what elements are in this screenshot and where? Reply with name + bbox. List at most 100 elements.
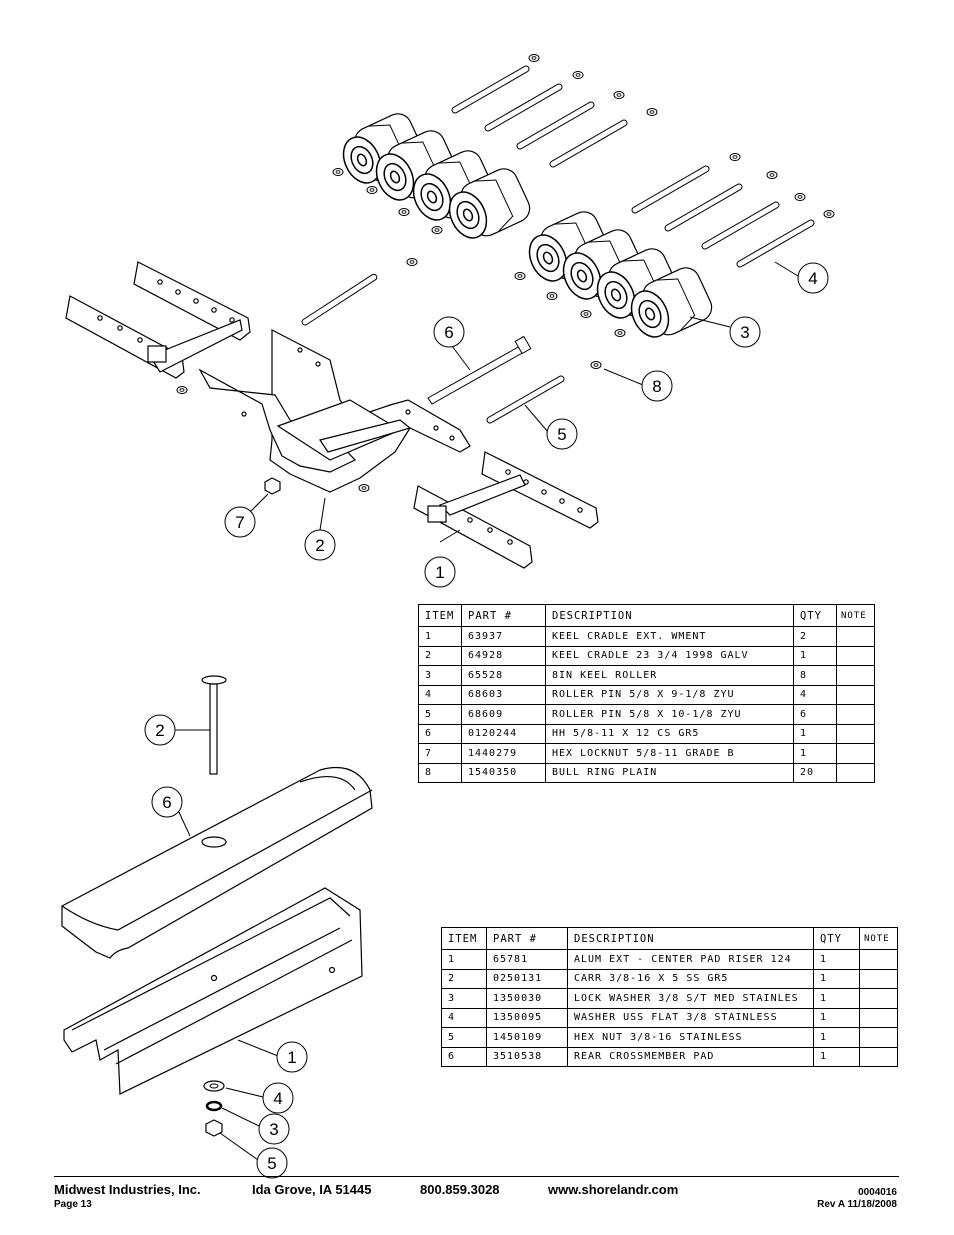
cell-description: ROLLER PIN 5/8 X 10-1/8 ZYU: [545, 704, 794, 725]
cell-note: [859, 949, 898, 970]
cell-qty: 2: [793, 626, 837, 647]
callout-leaders-bottom: [175, 729, 279, 1161]
cell-item: 2: [418, 645, 462, 666]
cell-part: 1350030: [486, 988, 568, 1009]
hex-locknut: [264, 477, 281, 495]
cell-description: CARR 3/8-16 X 5 SS GR5: [567, 968, 814, 989]
roller-pin-5: [485, 374, 566, 425]
callout-6: 6: [433, 316, 465, 348]
cell-description: KEEL CRADLE EXT. WMENT: [545, 626, 794, 647]
cell-item: 4: [418, 684, 462, 705]
header-part: PART #: [486, 927, 568, 950]
cell-description: BULL RING PLAIN: [545, 762, 794, 783]
svg-text:7: 7: [235, 513, 244, 532]
header-note: NOTE: [836, 604, 875, 627]
svg-text:5: 5: [557, 425, 566, 444]
cell-part: 1540350: [461, 762, 546, 783]
cell-item: 4: [441, 1007, 487, 1028]
svg-text:2: 2: [155, 721, 164, 740]
cell-description: HEX LOCKNUT 5/8-11 GRADE B: [545, 743, 794, 764]
callout-2: 2: [304, 529, 336, 561]
header-qty: QTY: [793, 604, 837, 627]
callout-7: 7: [224, 506, 256, 538]
cell-part: 65528: [461, 665, 546, 686]
cell-note: [859, 1046, 898, 1067]
cell-item: 1: [418, 626, 462, 647]
cell-qty: 1: [793, 645, 837, 666]
cell-description: HEX NUT 3/8-16 STAINLESS: [567, 1027, 814, 1048]
keel-cradle-extension-left: [65, 261, 251, 379]
cell-item: 3: [418, 665, 462, 686]
footer-doc-number: 0004016: [858, 1187, 897, 1198]
svg-text:5: 5: [267, 1154, 276, 1173]
cell-part: 65781: [486, 949, 568, 970]
table-header-row: ITEM PART # DESCRIPTION QTY NOTE: [441, 927, 898, 950]
cell-item: 3: [441, 988, 487, 1009]
cell-qty: 1: [813, 1046, 860, 1067]
callout-leaders-top: [249, 261, 799, 543]
footer-website: www.shorelandr.com: [548, 1182, 679, 1197]
footer-location: Ida Grove, IA 51445: [252, 1182, 372, 1197]
cell-note: [836, 743, 875, 764]
svg-text:8: 8: [652, 377, 661, 396]
keel-cradle-extension-right: [413, 451, 599, 569]
cell-note: [836, 626, 875, 647]
cell-description: LOCK WASHER 3/8 S/T MED STAINLES: [567, 988, 814, 1009]
footer-phone: 800.859.3028: [420, 1182, 500, 1197]
cell-item: 2: [441, 968, 487, 989]
header-description: DESCRIPTION: [567, 927, 814, 950]
cell-qty: 6: [793, 704, 837, 725]
cell-part: 63937: [461, 626, 546, 647]
carriage-bolt: [201, 675, 227, 775]
cell-note: [859, 1027, 898, 1048]
cell-qty: 8: [793, 665, 837, 686]
svg-text:4: 4: [808, 269, 817, 288]
svg-text:3: 3: [269, 1120, 278, 1139]
cell-item: 5: [418, 704, 462, 725]
cell-part: 0120244: [461, 723, 546, 744]
roller-pin-left: [300, 272, 379, 327]
callout-3: 3: [729, 316, 761, 348]
lock-washer: [205, 1100, 223, 1112]
header-note: NOTE: [859, 927, 898, 950]
callout-b6: 6: [151, 786, 183, 818]
cell-qty: 1: [813, 1027, 860, 1048]
svg-text:1: 1: [435, 563, 444, 582]
cell-note: [859, 1007, 898, 1028]
cell-description: REAR CROSSMEMBER PAD: [567, 1046, 814, 1067]
keel-rollers-lower: [520, 206, 717, 348]
cell-item: 6: [441, 1046, 487, 1067]
cell-part: 1350095: [486, 1007, 568, 1028]
hex-bolt: [427, 335, 532, 405]
footer-revision: Rev A 11/18/2008: [817, 1199, 897, 1210]
header-item: ITEM: [441, 927, 487, 950]
cell-part: 64928: [461, 645, 546, 666]
cell-description: ROLLER PIN 5/8 X 9-1/8 ZYU: [545, 684, 794, 705]
keel-cradle: [198, 329, 471, 493]
header-description: DESCRIPTION: [545, 604, 794, 627]
svg-text:6: 6: [162, 793, 171, 812]
footer-page-number: Page 13: [54, 1199, 92, 1210]
callout-b2: 2: [144, 714, 176, 746]
header-part: PART #: [461, 604, 546, 627]
header-qty: QTY: [813, 927, 860, 950]
header-item: ITEM: [418, 604, 462, 627]
cell-note: [836, 645, 875, 666]
cell-item: 1: [441, 949, 487, 970]
cell-note: [836, 665, 875, 686]
alum-extension-riser: [63, 887, 363, 1095]
cell-description: ALUM EXT - CENTER PAD RISER 124: [567, 949, 814, 970]
